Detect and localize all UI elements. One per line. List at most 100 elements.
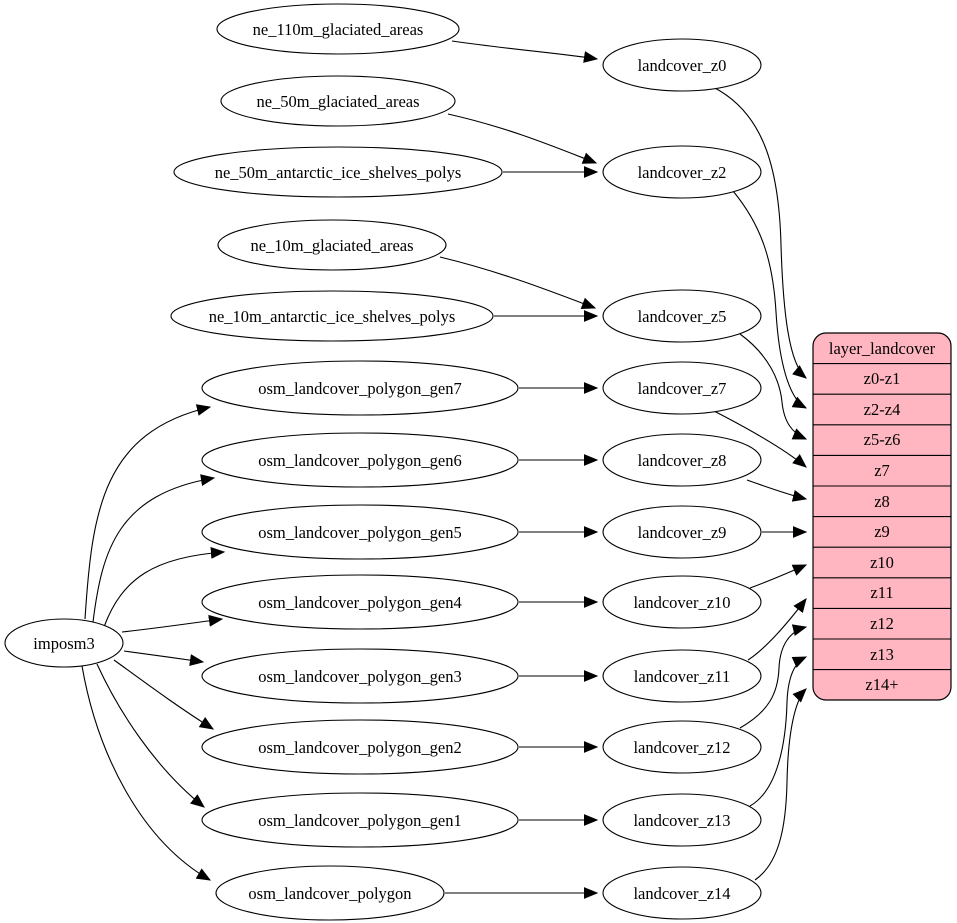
layer-landcover-table: layer_landcover z0-z1 z2-z4 z5-z6 z7 z8 … — [812, 332, 952, 701]
node-landcover-z5: landcover_z5 — [602, 289, 762, 343]
node-label: ne_10m_glaciated_areas — [250, 236, 413, 255]
edge-landcover-z2-to-row-z2-z4 — [732, 190, 808, 409]
node-ne-10m-antarctic-ice-shelves-polys: ne_10m_antarctic_ice_shelves_polys — [170, 290, 494, 342]
node-ellipse — [201, 504, 519, 560]
table-row-z13: z13 — [870, 645, 894, 664]
node-label: landcover_z5 — [638, 307, 727, 326]
node-osm-landcover-polygon-gen7: osm_landcover_polygon_gen7 — [201, 360, 519, 416]
node-label: osm_landcover_polygon_gen3 — [258, 667, 461, 686]
node-osm-landcover-polygon-gen2: osm_landcover_polygon_gen2 — [201, 719, 519, 775]
node-landcover-z8: landcover_z8 — [602, 433, 762, 487]
node-label: ne_50m_glaciated_areas — [256, 92, 419, 111]
node-landcover-z0: landcover_z0 — [602, 38, 762, 92]
node-ellipse — [602, 575, 762, 629]
table-row-z7: z7 — [874, 461, 890, 480]
node-ellipse — [602, 38, 762, 92]
node-ellipse — [602, 361, 762, 415]
node-landcover-z12: landcover_z12 — [602, 720, 762, 774]
table-row-z2-z4: z2-z4 — [864, 400, 901, 419]
edge-imposm3-to-osm-landcover-polygon-gen4 — [121, 614, 224, 633]
table-row-z9: z9 — [874, 522, 890, 541]
node-ne-110m-glaciated-areas: ne_110m_glaciated_areas — [216, 3, 460, 55]
edge-imposm3-to-osm-landcover-polygon — [81, 665, 212, 881]
node-label: ne_110m_glaciated_areas — [253, 20, 424, 39]
node-label: osm_landcover_polygon_gen2 — [258, 738, 461, 757]
table-row-z14-plus: z14+ — [865, 675, 898, 694]
node-label: imposm3 — [33, 634, 94, 653]
edge-imposm3-to-osm-landcover-polygon-gen1 — [96, 663, 205, 808]
node-ne-50m-antarctic-ice-shelves-polys: ne_50m_antarctic_ice_shelves_polys — [173, 146, 503, 198]
node-label: landcover_z12 — [633, 738, 730, 757]
node-ellipse — [220, 75, 456, 127]
node-ellipse — [602, 866, 762, 920]
node-label: osm_landcover_polygon_gen4 — [258, 593, 461, 612]
node-label: osm_landcover_polygon_gen6 — [258, 451, 461, 470]
node-landcover-z10: landcover_z10 — [602, 575, 762, 629]
node-ellipse — [201, 648, 519, 704]
node-label: landcover_z14 — [633, 884, 730, 903]
node-ellipse — [201, 792, 519, 848]
node-label: landcover_z7 — [638, 379, 727, 398]
node-label: ne_10m_antarctic_ice_shelves_polys — [209, 307, 456, 326]
node-label: osm_landcover_polygon_gen1 — [258, 811, 461, 830]
edge-ne-10m-glaciated-areas-to-landcover-z5 — [439, 256, 597, 309]
table-row-z12: z12 — [870, 614, 894, 633]
table-row-z10: z10 — [870, 553, 894, 572]
edge-imposm3-to-osm-landcover-polygon-gen6 — [92, 474, 216, 623]
node-label: landcover_z11 — [634, 667, 731, 686]
edge-landcover-z12-to-row-z12 — [739, 624, 808, 729]
node-ellipse — [602, 145, 762, 199]
node-ellipse — [602, 793, 762, 847]
node-label: osm_landcover_polygon_gen5 — [258, 523, 461, 542]
node-ellipse — [170, 290, 494, 342]
node-ellipse — [602, 649, 762, 703]
edge-landcover-z0-to-row-z0-z1 — [712, 86, 807, 379]
node-label: landcover_z10 — [633, 593, 730, 612]
edge-ne-50m-glaciated-areas-to-landcover-z2 — [447, 113, 598, 164]
node-label: landcover_z13 — [633, 811, 730, 830]
node-label: ne_50m_antarctic_ice_shelves_polys — [215, 163, 462, 182]
edge-imposm3-to-osm-landcover-polygon-gen2 — [113, 659, 215, 730]
node-landcover-z11: landcover_z11 — [602, 649, 762, 703]
edge-landcover-z7-to-row-z7 — [711, 409, 807, 468]
edge-landcover-z11-to-row-z11 — [747, 598, 807, 661]
node-ellipse — [602, 505, 762, 559]
node-ellipse — [217, 219, 447, 271]
node-label: landcover_z0 — [638, 56, 727, 75]
node-ellipse — [602, 433, 762, 487]
edge-landcover-z5-to-row-z5-z6 — [739, 333, 808, 440]
node-osm-landcover-polygon-gen6: osm_landcover_polygon_gen6 — [201, 432, 519, 488]
node-osm-landcover-polygon: osm_landcover_polygon — [215, 865, 445, 921]
table-row-z5-z6: z5-z6 — [864, 430, 901, 449]
node-label: landcover_z9 — [638, 523, 727, 542]
node-landcover-z2: landcover_z2 — [602, 145, 762, 199]
node-landcover-z9: landcover_z9 — [602, 505, 762, 559]
edge-imposm3-to-osm-landcover-polygon-gen3 — [123, 650, 205, 666]
node-osm-landcover-polygon-gen3: osm_landcover_polygon_gen3 — [201, 648, 519, 704]
node-ellipse — [201, 574, 519, 630]
edge-ne-110m-glaciated-areas-to-landcover-z0 — [451, 40, 599, 63]
node-label: landcover_z8 — [638, 451, 727, 470]
node-ne-10m-glaciated-areas: ne_10m_glaciated_areas — [217, 219, 447, 271]
table-row-z0-z1: z0-z1 — [864, 369, 901, 388]
node-osm-landcover-polygon-gen4: osm_landcover_polygon_gen4 — [201, 574, 519, 630]
node-label: landcover_z2 — [638, 163, 727, 182]
node-ellipse — [201, 719, 519, 775]
node-imposm3: imposm3 — [4, 618, 124, 668]
node-osm-landcover-polygon-gen5: osm_landcover_polygon_gen5 — [201, 504, 519, 560]
edge-landcover-z8-to-row-z8 — [746, 479, 808, 502]
node-ellipse — [215, 865, 445, 921]
node-label: osm_landcover_polygon_gen7 — [258, 379, 461, 398]
node-landcover-z13: landcover_z13 — [602, 793, 762, 847]
node-ellipse — [173, 146, 503, 198]
node-ne-50m-glaciated-areas: ne_50m_glaciated_areas — [220, 75, 456, 127]
edge-landcover-z10-to-row-z10 — [749, 564, 808, 589]
node-ellipse — [201, 360, 519, 416]
edge-group — [81, 40, 808, 899]
edge-landcover-z14-to-row-z14 — [754, 688, 807, 881]
node-landcover-z14: landcover_z14 — [602, 866, 762, 920]
node-osm-landcover-polygon-gen1: osm_landcover_polygon_gen1 — [201, 792, 519, 848]
edge-imposm3-to-osm-landcover-polygon-gen7 — [84, 404, 212, 620]
